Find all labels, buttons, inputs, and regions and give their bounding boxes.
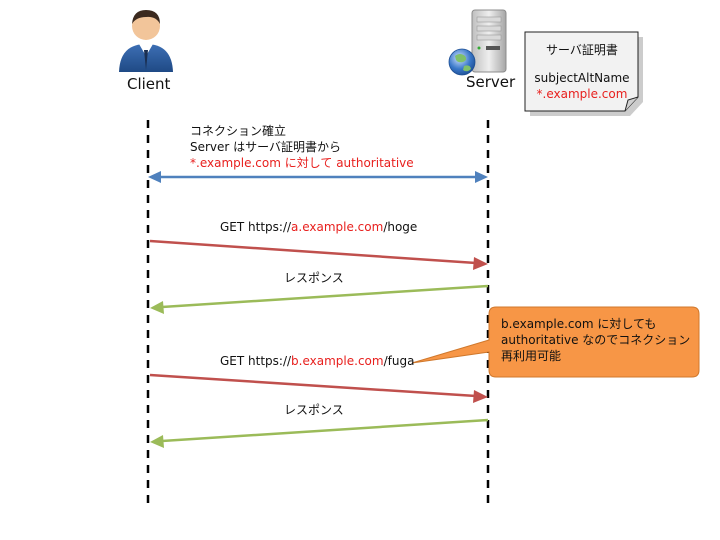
connect-line3-authoritative: authoritative [332, 156, 414, 170]
request2-prefix: GET https:// [220, 354, 292, 368]
callout-text: b.example.com に対しても authoritative なのでコネク… [501, 316, 697, 364]
request2-host: b.example.com [291, 354, 384, 368]
callout-line3: 再利用可能 [501, 349, 562, 363]
request2-arrow [149, 373, 488, 403]
connect-line3: *.example.com に対して authoritative [190, 156, 414, 171]
client-label: Client [127, 75, 171, 93]
request1-host: a.example.com [291, 220, 384, 234]
response1-label: レスポンス [284, 271, 344, 285]
response1-arrow [150, 284, 489, 314]
client-user-icon [119, 10, 173, 72]
callout-line2: authoritative なのでコネクション [501, 333, 691, 347]
connection-arrow [148, 171, 488, 183]
request2-suffix: /fuga [383, 354, 415, 368]
request1-prefix: GET https:// [220, 220, 292, 234]
callout-line1: b.example.com に対しても [501, 317, 657, 331]
request1-label: GET https://a.example.com/hoge [220, 220, 417, 235]
connect-line3-wildcard: *.example.com に対して [190, 156, 333, 170]
certificate-document [524, 31, 643, 116]
globe-icon [448, 48, 476, 76]
response2-label: レスポンス [284, 403, 344, 417]
server-icon [471, 9, 507, 73]
connect-line1: コネクション確立 [190, 124, 287, 138]
certificate-san-label: subjectAltName [534, 71, 630, 85]
request1-arrow [149, 239, 488, 270]
certificate-title: サーバ証明書 [546, 43, 618, 57]
certificate-text: サーバ証明書 subjectAltName *.example.com [527, 33, 637, 111]
server-label: Server [466, 73, 516, 91]
connect-line2: Server はサーバ証明書から [190, 140, 342, 154]
request1-suffix: /hoge [383, 220, 418, 234]
request2-label: GET https://b.example.com/fuga [220, 354, 414, 369]
response2-arrow [150, 418, 489, 448]
certificate-san-value: *.example.com [536, 87, 628, 101]
callout-bubble [411, 306, 700, 378]
